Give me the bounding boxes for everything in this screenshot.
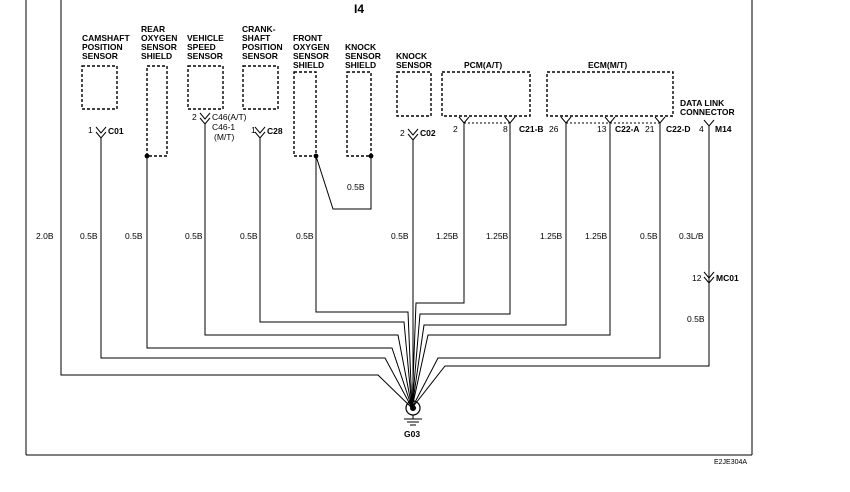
- ecm-pin-c: 21: [645, 124, 655, 134]
- crankshaft-box: [242, 65, 279, 110]
- svg-text:SENSOR: SENSOR: [82, 51, 118, 61]
- wire-label-4: 0.5B: [185, 231, 203, 241]
- svg-text:DATA LINK: DATA LINK: [680, 98, 725, 108]
- wire-label-12: 0.5B: [640, 231, 658, 241]
- front-shield-box: [293, 71, 317, 157]
- svg-text:CRANK-: CRANK-: [242, 24, 276, 34]
- svg-text:SHIELD: SHIELD: [345, 60, 376, 70]
- knock-pin: 2: [400, 128, 405, 138]
- connector-c01: C01: [108, 126, 124, 136]
- vehicle-speed-sensor-label: VEHICLE SPEED SENSOR: [187, 33, 224, 61]
- figure-code: E2JE304A: [714, 459, 747, 466]
- wire-label-9: 1.25B: [486, 231, 509, 241]
- knock-sensor-label: KNOCK SENSOR: [396, 51, 432, 70]
- svg-text:OXYGEN: OXYGEN: [293, 42, 329, 52]
- knock-shield-wire-label: 0.5B: [347, 182, 365, 192]
- connector-m14: M14: [715, 124, 732, 134]
- ground-symbol-icon: [404, 400, 422, 426]
- svg-text:SHIELD: SHIELD: [293, 60, 324, 70]
- crankshaft-pin: 1: [251, 125, 256, 135]
- wire-label-3: 0.5B: [125, 231, 143, 241]
- data-link-connector-label: DATA LINK CONNECTOR: [680, 98, 735, 117]
- svg-text:C46(A/T): C46(A/T): [212, 112, 247, 122]
- dlc-pin: 4: [699, 124, 704, 134]
- ecm-pin-a: 26: [549, 124, 559, 134]
- pcm-label: PCM(A/T): [464, 60, 502, 70]
- connector-c21b: C21-B: [519, 124, 544, 134]
- vehicle-speed-pin: 2: [192, 112, 197, 122]
- connector-c28: C28: [267, 126, 283, 136]
- svg-text:OXYGEN: OXYGEN: [141, 33, 177, 43]
- svg-text:SENSOR: SENSOR: [187, 51, 223, 61]
- svg-text:C46-1: C46-1: [212, 122, 235, 132]
- camshaft-pin: 1: [88, 125, 93, 135]
- connector-chevrons: [95, 112, 715, 284]
- svg-text:SENSOR: SENSOR: [396, 60, 432, 70]
- pcm-pin-b: 8: [503, 124, 508, 134]
- pcm-box: [441, 71, 531, 117]
- svg-text:CAMSHAFT: CAMSHAFT: [82, 33, 130, 43]
- wire-label-11: 1.25B: [585, 231, 608, 241]
- camshaft-sensor-label: CAMSHAFT POSITION SENSOR: [82, 33, 130, 61]
- wire-label-2: 0.5B: [80, 231, 98, 241]
- wire-label-13: 0.3L/B: [679, 231, 704, 241]
- rear-shield-box: [146, 65, 168, 157]
- svg-text:SENSOR: SENSOR: [345, 51, 381, 61]
- connector-c22a: C22-A: [615, 124, 640, 134]
- svg-text:FRONT: FRONT: [293, 33, 323, 43]
- ecm-pin-b: 13: [597, 124, 607, 134]
- svg-text:CONNECTOR: CONNECTOR: [680, 107, 735, 117]
- connector-c22d: C22-D: [666, 124, 691, 134]
- wire-label-8: 1.25B: [436, 231, 459, 241]
- connector-mc01: MC01: [716, 273, 739, 283]
- connector-c46: C46(A/T) C46-1 (M/T): [212, 112, 247, 142]
- mc01-wire-label: 0.5B: [687, 314, 705, 324]
- svg-text:KNOCK: KNOCK: [396, 51, 428, 61]
- ecm-label: ECM(M/T): [588, 60, 627, 70]
- ground-label: G03: [404, 429, 420, 439]
- svg-text:POSITION: POSITION: [242, 42, 283, 52]
- mc01-pin: 12: [692, 273, 702, 283]
- svg-text:SENSOR: SENSOR: [141, 42, 177, 52]
- knock-shield-jumper: [315, 155, 372, 210]
- camshaft-sensor-box: [81, 65, 118, 110]
- svg-text:REAR: REAR: [141, 24, 165, 34]
- wire-label-6: 0.5B: [296, 231, 314, 241]
- vehicle-speed-box: [187, 65, 224, 110]
- connector-c02: C02: [420, 128, 436, 138]
- rear-oxygen-shield-label: REAR OXYGEN SENSOR SHIELD: [141, 24, 177, 61]
- diagram-title: I4: [354, 2, 364, 16]
- wire-label-10: 1.25B: [540, 231, 563, 241]
- wire-label-5: 0.5B: [240, 231, 258, 241]
- svg-text:SENSOR: SENSOR: [293, 51, 329, 61]
- knock-shield-box: [346, 71, 372, 157]
- knock-sensor-shield-label: KNOCK SENSOR SHIELD: [345, 42, 381, 70]
- svg-text:(M/T): (M/T): [214, 132, 234, 142]
- front-oxygen-shield-label: FRONT OXYGEN SENSOR SHIELD: [293, 33, 329, 70]
- svg-text:SENSOR: SENSOR: [242, 51, 278, 61]
- svg-text:VEHICLE: VEHICLE: [187, 33, 224, 43]
- pcm-pin-a: 2: [453, 124, 458, 134]
- wire-label-1: 2.0B: [36, 231, 54, 241]
- ecm-box: [546, 71, 674, 117]
- wire-label-7: 0.5B: [391, 231, 409, 241]
- knock-sensor-box: [396, 71, 432, 117]
- svg-text:SHIELD: SHIELD: [141, 51, 172, 61]
- svg-text:SHAFT: SHAFT: [242, 33, 271, 43]
- crankshaft-sensor-label: CRANK- SHAFT POSITION SENSOR: [242, 24, 283, 61]
- svg-text:KNOCK: KNOCK: [345, 42, 377, 52]
- ground-wires: [60, 0, 710, 409]
- svg-text:POSITION: POSITION: [82, 42, 123, 52]
- svg-text:SPEED: SPEED: [187, 42, 216, 52]
